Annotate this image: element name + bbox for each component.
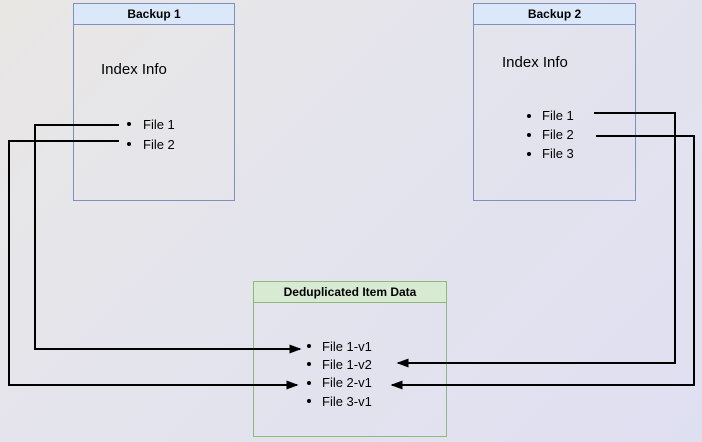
- bullet-icon: [527, 151, 531, 156]
- backup1-title: Backup 1: [74, 4, 234, 25]
- list-item: File 2: [127, 134, 175, 154]
- file-label: File 2: [542, 127, 574, 142]
- list-item: File 1: [527, 106, 574, 125]
- dedup-title: Deduplicated Item Data: [254, 282, 446, 303]
- bullet-icon: [307, 399, 311, 404]
- bullet-icon: [127, 142, 131, 146]
- file-label: File 1-v1: [322, 338, 372, 354]
- file-label: File 1: [143, 116, 175, 132]
- file-label: File 3-v1: [322, 393, 372, 409]
- backup2-file-list: File 1 File 2 File 3: [527, 106, 574, 163]
- backup1-file-list: File 1 File 2: [127, 114, 175, 154]
- file-label: File 2: [143, 136, 175, 152]
- bullet-icon: [307, 380, 311, 385]
- file-label: File 1: [542, 108, 574, 123]
- bullet-icon: [307, 344, 311, 349]
- file-label: File 2-v1: [322, 375, 372, 391]
- bullet-icon: [527, 113, 531, 118]
- list-item: File 2: [527, 125, 574, 144]
- file-label: File 3: [542, 146, 574, 161]
- backup1-index-info-label: Index Info: [101, 61, 167, 78]
- backup2-index-info-label: Index Info: [502, 54, 568, 71]
- bullet-icon: [307, 362, 311, 367]
- list-item: File 1: [127, 114, 175, 134]
- bullet-icon: [527, 132, 531, 137]
- list-item: File 1-v2: [307, 355, 372, 373]
- bullet-icon: [127, 122, 131, 126]
- list-item: File 3-v1: [307, 392, 372, 410]
- list-item: File 2-v1: [307, 374, 372, 392]
- backup2-title: Backup 2: [474, 4, 635, 25]
- backup1-box: Backup 1: [73, 3, 235, 201]
- list-item: File 3: [527, 144, 574, 163]
- file-label: File 1-v2: [322, 356, 372, 372]
- list-item: File 1-v1: [307, 337, 372, 355]
- backup2-box: Backup 2: [473, 3, 636, 201]
